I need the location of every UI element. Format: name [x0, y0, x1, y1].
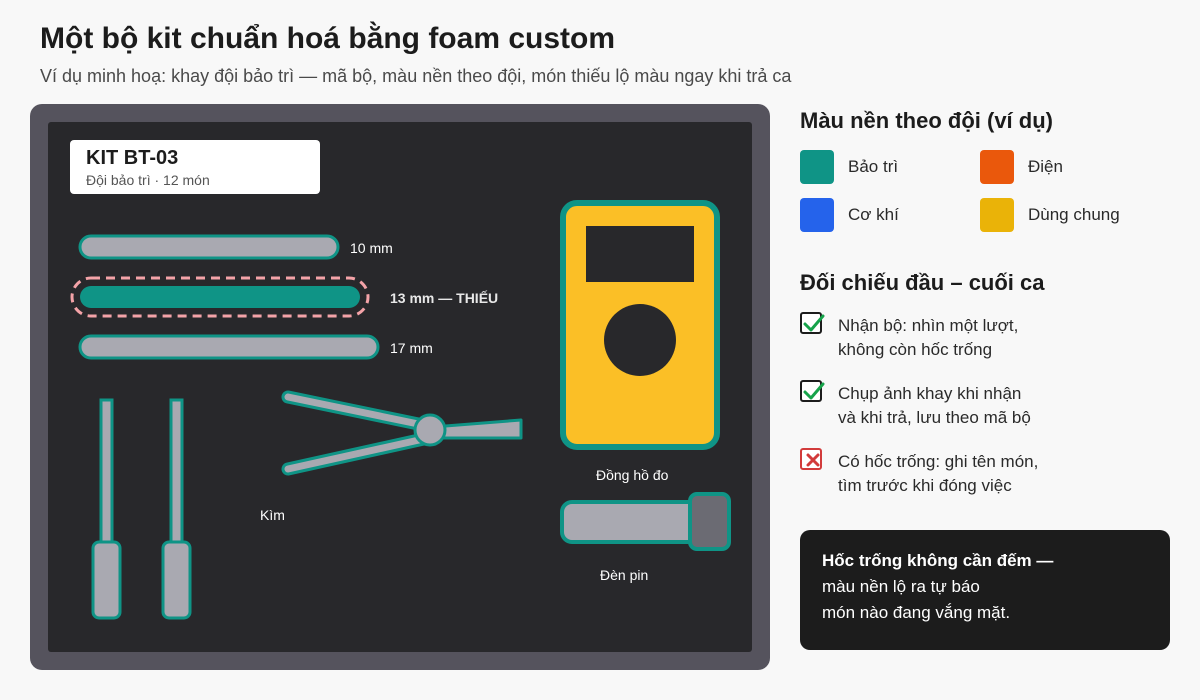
- note-line: màu nền lộ ra tự báo: [822, 577, 980, 596]
- multimeter: [560, 200, 720, 450]
- screwdriver-1: [91, 398, 122, 620]
- legend-label: Dùng chung: [1028, 205, 1120, 224]
- wrench-17mm-label: 17 mm: [390, 340, 433, 356]
- legend-item-dung-chung: Dùng chung: [980, 198, 1120, 232]
- legend-swatch: [800, 150, 834, 184]
- legend-swatch: [800, 198, 834, 232]
- note-line: món nào đang vắng mặt.: [822, 603, 1011, 622]
- note-headline: Hốc trống không cần đếm —: [822, 551, 1054, 570]
- page-subtitle: Ví dụ minh hoạ: khay đội bảo trì — mã bộ…: [40, 66, 792, 86]
- note-box: Hốc trống không cần đếm — màu nền lộ ra …: [800, 530, 1170, 650]
- legend-item-bao-tri: Bảo trì: [800, 150, 898, 184]
- flashlight: [560, 492, 731, 551]
- tool-tray: KIT BT-03 Đội bảo trì · 12 món 10 mm 13 …: [30, 104, 770, 670]
- wrench-13mm-empty-slot: [80, 286, 360, 308]
- flashlight-label: Đèn pin: [600, 567, 648, 583]
- wrench-13mm-label: 13 mm — THIẾU: [390, 290, 498, 306]
- missing-outline: [70, 276, 370, 318]
- cross-icon: [800, 448, 822, 470]
- checklist-line: Có hốc trống: ghi tên món,: [838, 452, 1039, 471]
- tray-drawing: 10 mm 13 mm — THIẾU 17 mm: [70, 200, 731, 620]
- kit-code: KIT BT-03: [86, 147, 179, 169]
- legend-label: Bảo trì: [848, 157, 899, 176]
- pliers-label: Kìm: [260, 507, 285, 523]
- checklist-line: và khi trả, lưu theo mã bộ: [838, 408, 1031, 427]
- multimeter-label: Đồng hồ đo: [596, 467, 669, 483]
- page-title: Một bộ kit chuẩn hoá bằng foam custom: [40, 22, 616, 55]
- kit-description: Đội bảo trì · 12 món: [86, 172, 210, 188]
- multimeter-dial: [604, 304, 676, 376]
- checklist-line: không còn hốc trống: [838, 340, 993, 359]
- checklist-title: Đối chiếu đầu – cuối ca: [800, 270, 1045, 295]
- legend-label: Cơ khí: [848, 205, 899, 224]
- flashlight-head: [688, 492, 731, 551]
- legend-swatch: [980, 198, 1014, 232]
- checklist-line: Chụp ảnh khay khi nhận: [838, 384, 1022, 403]
- multimeter-display: [586, 226, 694, 282]
- legend-item-co-khi: Cơ khí: [800, 198, 899, 232]
- foam-insert: KIT BT-03 Đội bảo trì · 12 món 10 mm 13 …: [48, 122, 752, 652]
- check-icon: [800, 312, 825, 334]
- wrench-17mm: [78, 334, 380, 360]
- checklist-line: tìm trước khi đóng việc: [838, 476, 1012, 495]
- legend-item-dien: Điện: [980, 150, 1063, 184]
- pliers: [281, 390, 523, 476]
- wrench-10mm-label: 10 mm: [350, 240, 393, 256]
- screwdriver-2: [161, 398, 192, 620]
- checklist-line: Nhận bộ: nhìn một lượt,: [838, 316, 1019, 335]
- legend-swatch: [980, 150, 1014, 184]
- legend-title: Màu nền theo đội (ví dụ): [800, 108, 1053, 133]
- kit-label: KIT BT-03 Đội bảo trì · 12 món: [70, 140, 320, 194]
- wrench-10mm: [78, 234, 340, 260]
- legend-label: Điện: [1028, 157, 1063, 176]
- check-icon: [800, 380, 825, 402]
